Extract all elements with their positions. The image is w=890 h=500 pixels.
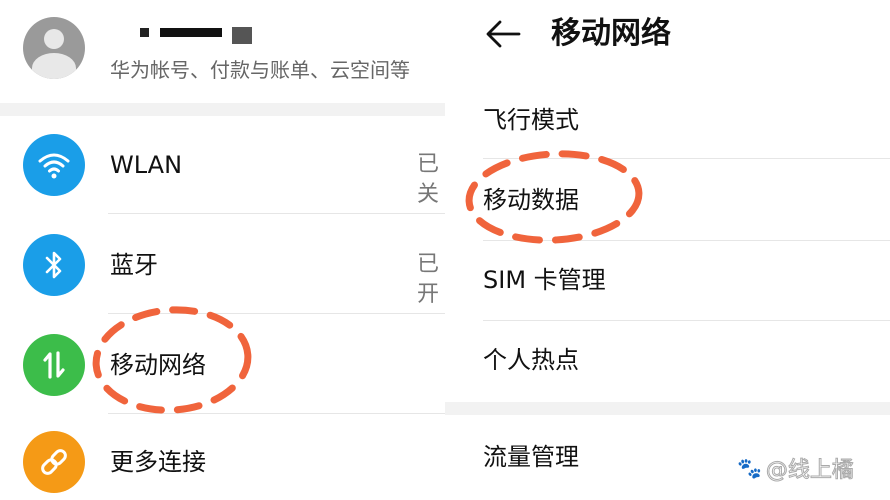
divider <box>483 158 890 159</box>
item-status: 已开 <box>417 252 440 307</box>
settings-item-wlan[interactable]: WLAN 已关 <box>0 116 445 213</box>
item-label: 个人热点 <box>483 346 579 374</box>
section-gap <box>0 103 445 116</box>
watermark-text: @线上橘 <box>765 458 854 484</box>
item-status: 已关 <box>417 152 440 207</box>
page-title: 移动网络 <box>551 16 671 51</box>
link-icon <box>23 431 85 493</box>
account-name-redacted <box>140 27 252 44</box>
divider <box>108 313 445 314</box>
back-arrow-icon <box>486 20 521 48</box>
item-label: WLAN <box>110 151 183 179</box>
avatar <box>23 17 85 79</box>
menu-item-hotspot[interactable]: 个人热点 <box>445 321 890 401</box>
settings-item-mobile-network[interactable]: 移动网络 <box>0 314 445 413</box>
settings-panel: 华为帐号、付款与账单、云空间等 WLAN 已关 蓝牙 已开 移动网络 更多连接 <box>0 0 445 500</box>
watermark: 🐾 @线上橘 <box>737 452 854 484</box>
bluetooth-icon <box>23 234 85 296</box>
item-label: 移动网络 <box>110 351 206 379</box>
menu-item-data-usage[interactable]: 流量管理 <box>445 415 890 500</box>
wifi-icon <box>23 134 85 196</box>
annotation-ellipse <box>92 306 252 414</box>
item-label: 飞行模式 <box>483 106 579 134</box>
settings-item-more-connections[interactable]: 更多连接 <box>0 414 445 500</box>
menu-item-mobile-data[interactable]: 移动数据 <box>445 159 890 240</box>
mobile-network-panel: 移动网络 飞行模式 移动数据 SIM 卡管理 个人热点 流量管理 🐾 @线上橘 <box>445 0 890 500</box>
item-label: 移动数据 <box>483 186 579 214</box>
divider <box>108 213 445 214</box>
divider <box>483 240 890 241</box>
item-label: SIM 卡管理 <box>483 266 606 294</box>
mobile-data-icon <box>23 334 85 396</box>
section-gap <box>445 402 890 415</box>
annotation-ellipse <box>465 150 643 244</box>
item-label: 更多连接 <box>110 448 206 476</box>
settings-item-bluetooth[interactable]: 蓝牙 已开 <box>0 214 445 313</box>
back-button[interactable] <box>483 14 523 54</box>
paw-logo-icon: 🐾 <box>737 456 762 480</box>
menu-item-airplane-mode[interactable]: 飞行模式 <box>445 80 890 158</box>
account-row[interactable]: 华为帐号、付款与账单、云空间等 <box>0 0 445 100</box>
divider <box>108 413 445 414</box>
item-label: 蓝牙 <box>110 251 158 279</box>
account-subtitle: 华为帐号、付款与账单、云空间等 <box>110 58 410 82</box>
item-label: 流量管理 <box>483 443 579 471</box>
divider <box>483 320 890 321</box>
menu-item-sim-management[interactable]: SIM 卡管理 <box>445 241 890 320</box>
